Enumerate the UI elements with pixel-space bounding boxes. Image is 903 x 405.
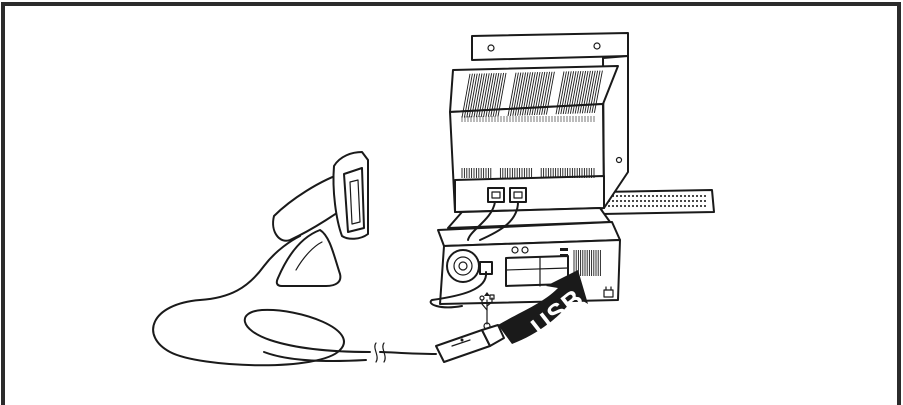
- keyboard: [600, 190, 714, 214]
- round-connector: [447, 250, 479, 282]
- usb-port-top: [560, 248, 568, 251]
- usb-port-bottom: [560, 254, 568, 257]
- usb-cable-end: [380, 352, 436, 354]
- scanner-cable: [153, 236, 370, 365]
- scan-window: [344, 168, 364, 232]
- usb-plug: [436, 325, 504, 362]
- cable-break-mark: [375, 343, 377, 362]
- monitor-port-right: [510, 188, 526, 202]
- monitor: [448, 33, 628, 228]
- barcode-scanner: [273, 152, 368, 286]
- monitor-port-left: [488, 188, 504, 202]
- computer-base: [438, 222, 620, 304]
